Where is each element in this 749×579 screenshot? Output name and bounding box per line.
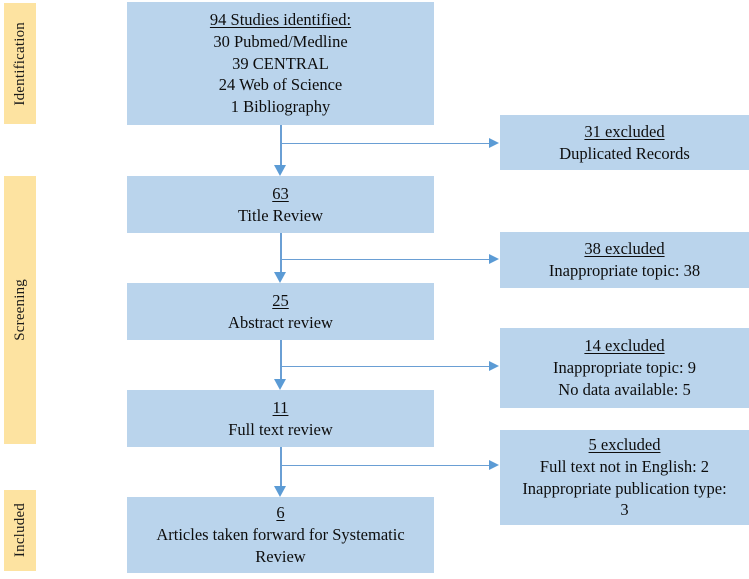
connector-identified-to-excluded-duplicates [281,143,489,145]
box-studies-identified-line-1: 30 Pubmed/Medline [213,31,348,51]
box-title-review: 63 Title Review [127,176,434,233]
box-excluded-duplicates-line-1: Duplicated Records [559,143,690,163]
box-included-articles-line-1: Articles taken forward for Systematic Re… [156,525,405,566]
box-excluded-abstract-head: 14 excluded [584,336,665,356]
box-abstract-review-head: 25 [272,290,289,310]
box-excluded-title-head: 38 excluded [584,239,665,259]
box-title-review-head: 63 [272,183,289,203]
box-abstract-review: 25 Abstract review [127,283,434,340]
box-excluded-abstract: 14 excluded Inappropriate topic: 9 No da… [500,328,749,408]
box-full-text-review-head: 11 [272,397,289,417]
arrow-title-to-excluded-title [489,254,499,264]
arrow-fulltext-to-included [274,486,286,497]
box-included-articles-head: 6 [276,503,285,523]
connector-identified-to-title [280,125,282,166]
stage-label-identification: Identification [11,21,28,106]
box-studies-identified-line-4: 1 Bibliography [230,97,331,117]
box-excluded-duplicates-head: 31 excluded [584,121,665,141]
box-full-text-review-line-1: Full text review [228,419,333,439]
arrow-identified-to-title [274,165,286,176]
arrow-abstract-to-excluded-abstract [489,361,499,371]
box-studies-identified-head: 94 Studies identified: [209,9,352,29]
box-excluded-fulltext: 5 excluded Full text not in English: 2 I… [500,430,749,525]
stage-bar-screening: Screening [4,176,36,444]
arrow-abstract-to-fulltext [274,379,286,390]
box-excluded-fulltext-line-1: Full text not in English: 2 [539,456,710,476]
box-full-text-review: 11 Full text review [127,390,434,447]
box-studies-identified-line-2: 39 CENTRAL [232,53,329,73]
connector-abstract-to-fulltext [280,340,282,381]
box-studies-identified-line-3: 24 Web of Science [218,75,343,95]
stage-bar-included: Included [4,490,36,571]
box-excluded-title: 38 excluded Inappropriate topic: 38 [500,232,749,288]
box-title-review-line-1: Title Review [237,205,324,225]
box-excluded-fulltext-line-2: Inappropriate publication type: 3 [522,478,727,520]
stage-bar-identification: Identification [4,3,36,124]
connector-fulltext-to-excluded-fulltext [281,465,489,467]
arrow-title-to-abstract [274,272,286,283]
stage-label-screening: Screening [11,279,28,341]
box-excluded-abstract-line-1: Inappropriate topic: 9 [553,358,696,378]
connector-title-to-abstract [280,233,282,274]
arrow-identified-to-excluded-duplicates [489,138,499,148]
connector-title-to-excluded-title [281,259,489,261]
box-abstract-review-line-1: Abstract review [228,312,333,332]
box-excluded-duplicates: 31 excluded Duplicated Records [500,115,749,170]
box-excluded-title-line-1: Inappropriate topic: 38 [548,261,701,280]
box-excluded-fulltext-head: 5 excluded [588,434,661,454]
arrow-fulltext-to-excluded-fulltext [489,460,499,470]
box-studies-identified: 94 Studies identified: 30 Pubmed/Medline… [127,2,434,125]
connector-abstract-to-excluded-abstract [281,366,489,368]
connector-fulltext-to-included [280,447,282,488]
box-included-articles: 6 Articles taken forward for Systematic … [127,497,434,573]
box-excluded-abstract-line-2: No data available: 5 [558,379,691,399]
stage-label-included: Included [11,503,28,558]
